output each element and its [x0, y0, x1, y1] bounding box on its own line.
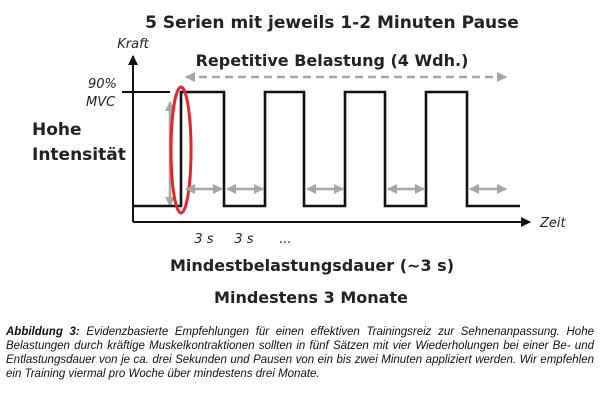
- diagram-title: 5 Serien mit jeweils 1-2 Minuten Pause: [145, 13, 519, 33]
- time-tick-ellipsis: ...: [279, 232, 291, 247]
- x-axis-label: Zeit: [539, 216, 567, 231]
- level-label-percent: 90%: [88, 77, 117, 92]
- repetition-label: Repetitive Belastung (4 Wdh.): [196, 51, 469, 70]
- intensity-label-line1: Hohe: [32, 120, 82, 140]
- level-label-mvc: MVC: [86, 95, 116, 110]
- diagram: 5 Serien mit jeweils 1-2 Minuten Pause K…: [32, 13, 567, 307]
- figure-caption: Abbildung 3: Evidenzbasierte Empfehlunge…: [6, 325, 594, 381]
- caption-label: Abbildung 3:: [6, 326, 80, 338]
- period-label: Mindestens 3 Monate: [214, 288, 408, 307]
- first-contraction-highlight: [169, 85, 193, 215]
- caption-text: Evidenzbasierte Empfehlungen für einen e…: [6, 326, 594, 380]
- time-tick-2: 3 s: [234, 232, 253, 247]
- intensity-label-line2: Intensität: [32, 145, 126, 165]
- y-axis-label: Kraft: [117, 37, 149, 52]
- time-tick-1: 3 s: [194, 232, 213, 247]
- load-waveform: [133, 90, 520, 208]
- duration-label: Mindestbelastungsdauer (~3 s): [170, 256, 454, 275]
